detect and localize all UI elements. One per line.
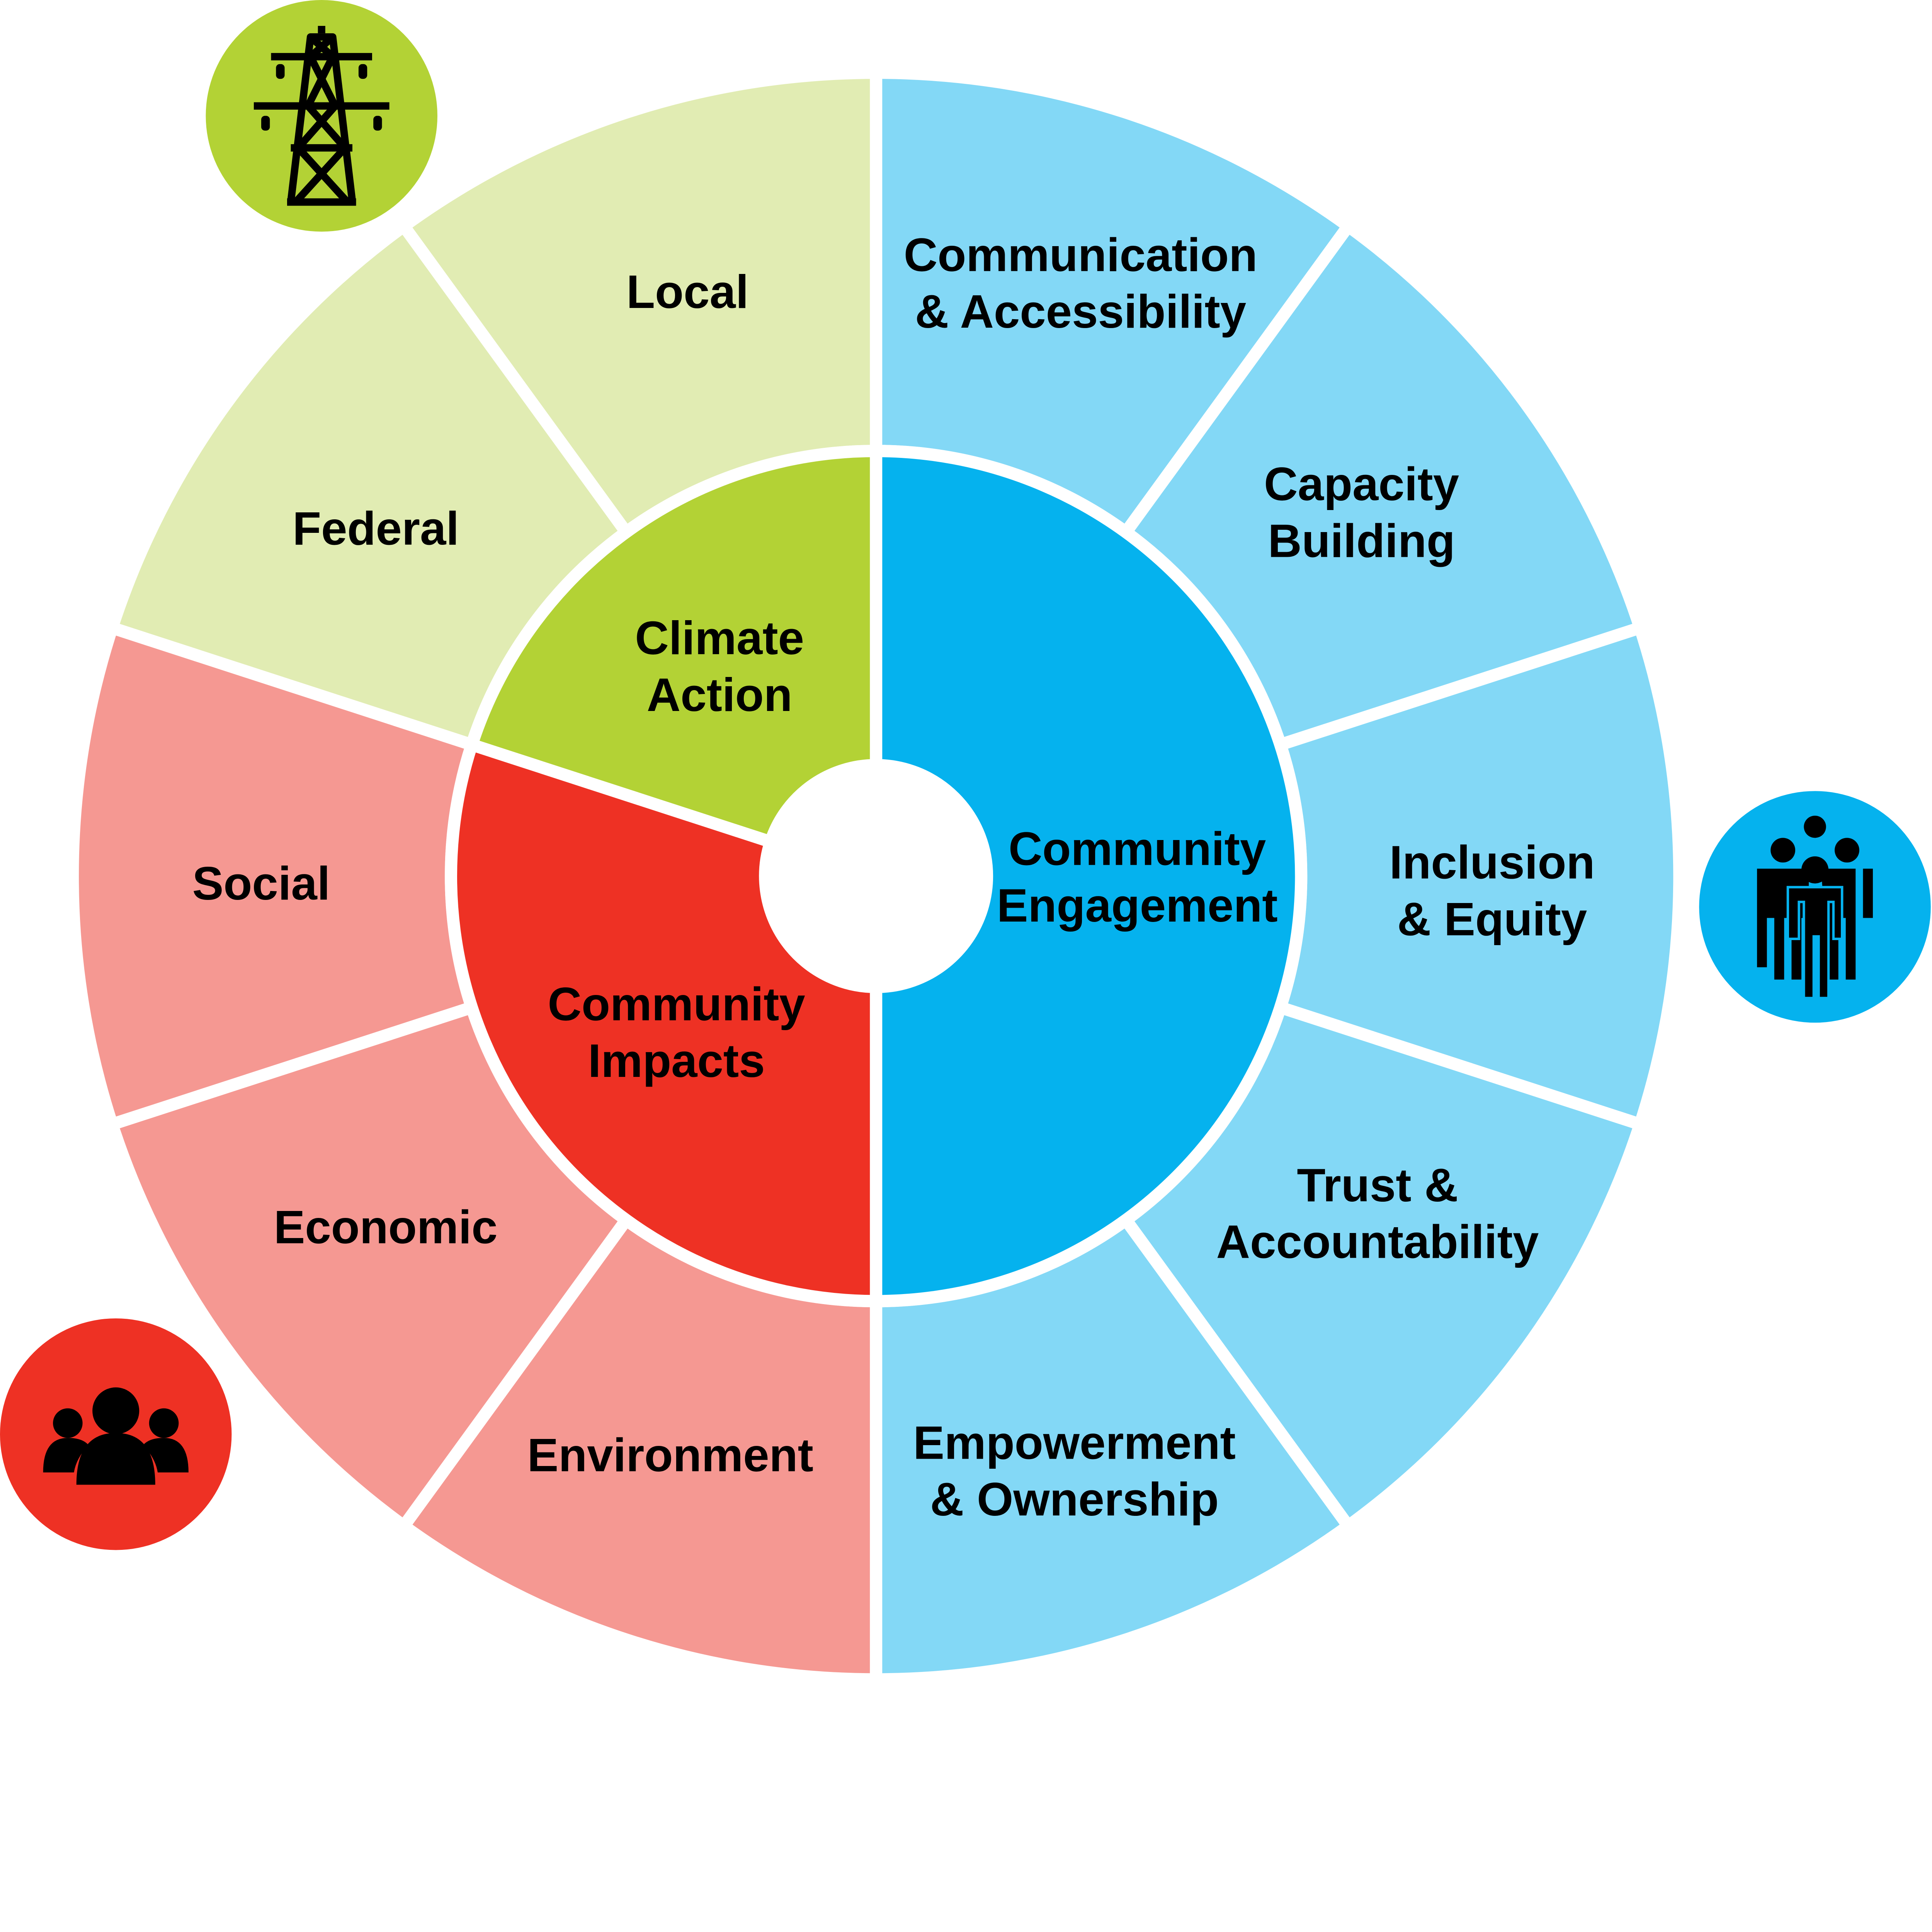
people-group-icon — [1699, 791, 1931, 1023]
label-empowerment: Empowerment& Ownership — [913, 1417, 1236, 1526]
label-federal: Federal — [293, 502, 459, 554]
label-economic: Economic — [274, 1201, 498, 1253]
label-inclusion: Inclusion& Equity — [1389, 836, 1595, 946]
label-communication: Communication& Accessibility — [904, 229, 1257, 338]
power-tower-icon — [206, 0, 438, 232]
center-hole — [765, 765, 987, 987]
label-local: Local — [626, 265, 748, 318]
community-icon — [0, 1318, 232, 1550]
label-trust: Trust &Accountability — [1216, 1159, 1539, 1268]
label-social: Social — [192, 857, 330, 910]
label-environment: Environment — [527, 1429, 813, 1481]
